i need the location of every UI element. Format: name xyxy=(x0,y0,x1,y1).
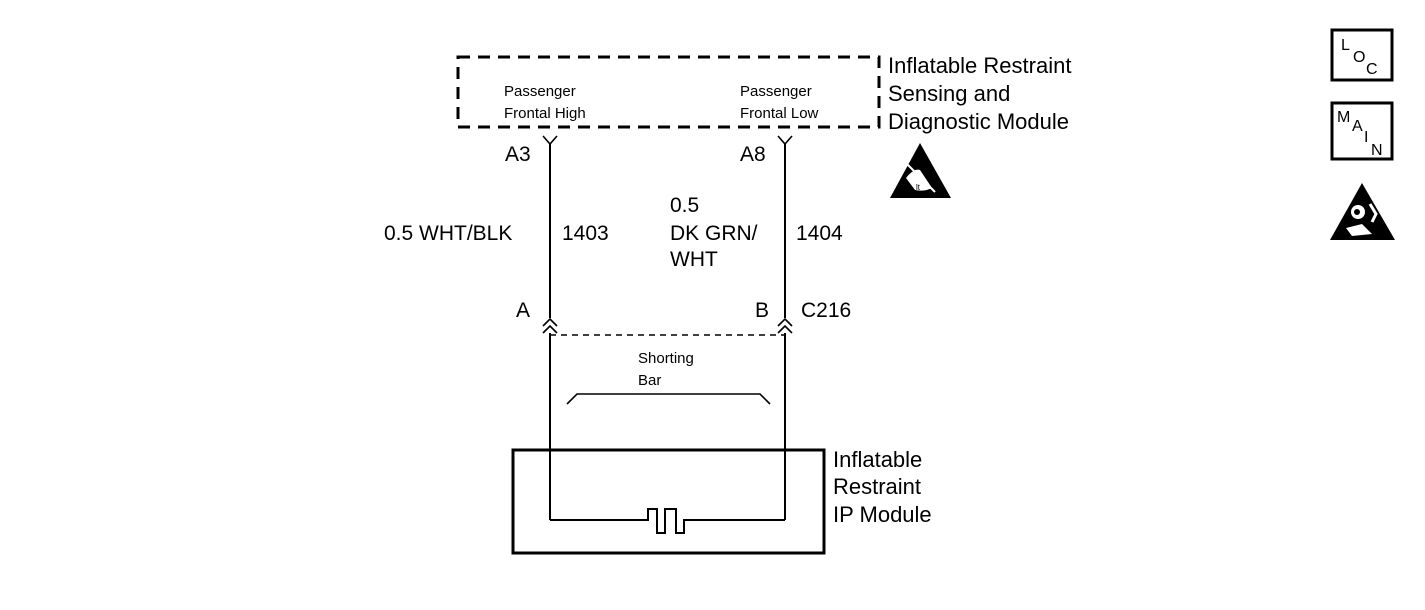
sdm-title-line-3: Diagnostic Module xyxy=(888,109,1069,134)
sdm-cavity-a3: A3 xyxy=(505,143,531,166)
esd-warning-icon: lt xyxy=(890,143,951,198)
sdm-pin-left-name-2: Frontal High xyxy=(504,105,586,122)
main-letter-n: N xyxy=(1371,142,1383,159)
wire-left-size-color: 0.5 WHT/BLK xyxy=(384,222,512,245)
wire-right-circuit: 1404 xyxy=(796,222,843,245)
ip-module-title-line-2: Restraint xyxy=(833,474,921,499)
shorting-bar-bracket xyxy=(566,393,771,405)
sdm-module-box xyxy=(456,55,881,129)
inflator-element xyxy=(550,508,785,534)
wire-right-size-line-2: DK GRN/ xyxy=(670,222,758,245)
sdm-title-line-1: Inflatable Restraint xyxy=(888,53,1071,78)
main-letter-i: I xyxy=(1364,129,1368,146)
loc-letter-c: C xyxy=(1366,61,1378,78)
sdm-terminal-right xyxy=(777,135,793,146)
loc-icon[interactable]: L O C xyxy=(1330,28,1394,82)
sdm-terminal-left xyxy=(542,135,558,146)
connector-symbol-right xyxy=(777,317,793,334)
connector-name: C216 xyxy=(801,299,851,322)
sdm-pin-right-name-2: Frontal Low xyxy=(740,105,819,122)
main-letter-m: M xyxy=(1337,109,1350,126)
wire-right-size-line-1: 0.5 xyxy=(670,194,699,217)
shorting-bar-label-2: Bar xyxy=(638,372,661,389)
svg-text:lt: lt xyxy=(916,183,921,192)
main-icon[interactable]: M A I N xyxy=(1330,101,1394,161)
wire-left-circuit: 1403 xyxy=(562,222,609,245)
connector-symbol-left xyxy=(542,317,558,334)
airbag-warning-icon xyxy=(1330,183,1395,240)
sdm-pin-left-name-1: Passenger xyxy=(504,83,576,100)
connector-pin-b: B xyxy=(755,299,769,322)
ip-module-box xyxy=(511,448,826,555)
sdm-title-line-2: Sensing and xyxy=(888,81,1010,106)
ip-module-title-line-1: Inflatable xyxy=(833,447,922,472)
loc-letter-l: L xyxy=(1341,37,1350,54)
loc-letter-o: O xyxy=(1353,49,1365,66)
sdm-pin-right-name-1: Passenger xyxy=(740,83,812,100)
wire-right-size-line-3: WHT xyxy=(670,248,718,271)
shorting-bar-label-1: Shorting xyxy=(638,350,694,367)
connector-pin-a: A xyxy=(516,299,530,322)
ip-module-title-line-3: IP Module xyxy=(833,502,932,527)
main-letter-a: A xyxy=(1352,118,1363,135)
sdm-cavity-a8: A8 xyxy=(740,143,766,166)
